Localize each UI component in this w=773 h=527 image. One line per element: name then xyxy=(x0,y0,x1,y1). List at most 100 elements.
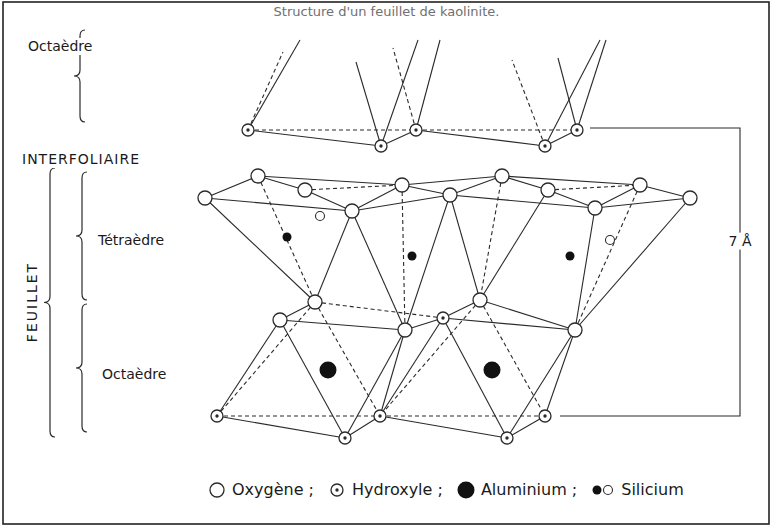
bond-lines xyxy=(205,40,690,438)
bond-line xyxy=(380,415,545,416)
oxygen-atom xyxy=(251,169,265,183)
hydroxyl-group xyxy=(374,410,386,422)
bond-line xyxy=(356,62,381,146)
diagram-title: Structure d'un feuillet de kaolinite. xyxy=(0,4,773,19)
bond-line xyxy=(217,320,280,416)
hydroxyl-group xyxy=(501,432,513,444)
bond-line xyxy=(352,195,450,211)
oxygen-atom xyxy=(198,191,212,205)
layer-label: Tétraèdre xyxy=(96,232,166,249)
bond-line xyxy=(380,300,480,416)
bond-line xyxy=(280,320,345,438)
legend: Oxygène ; Hydroxyle ; Aluminium ; Silicium xyxy=(208,480,684,499)
bond-line xyxy=(545,330,575,416)
oxygen-atom xyxy=(273,313,287,327)
bond-line xyxy=(450,195,480,300)
bond-line xyxy=(217,416,345,438)
legend-symbol xyxy=(457,481,475,499)
bond-line xyxy=(480,300,545,416)
bond-line xyxy=(315,211,352,302)
hydroxyl-group xyxy=(339,432,351,444)
brace xyxy=(76,304,87,432)
silicon-atom xyxy=(606,236,615,245)
bond-line xyxy=(640,185,690,198)
bond-line xyxy=(380,318,443,416)
legend-symbol xyxy=(328,481,346,499)
oxygen-atom xyxy=(298,183,312,197)
legend-text: Aluminium ; xyxy=(481,480,577,499)
bond-line xyxy=(248,129,416,130)
bond-line xyxy=(558,58,577,130)
bond-line xyxy=(305,185,402,190)
oxygen-atom xyxy=(398,323,412,337)
bond-line xyxy=(248,40,300,130)
bond-line xyxy=(416,40,440,130)
bond-line xyxy=(393,48,416,130)
bond-line xyxy=(480,176,502,300)
aluminium-atom xyxy=(484,362,501,379)
oxygen-atom xyxy=(588,201,602,215)
legend-entry: Hydroxyle ; xyxy=(328,480,443,499)
brace xyxy=(76,172,87,300)
silicon-atom xyxy=(283,233,292,242)
bond-line xyxy=(402,185,405,330)
bond-line xyxy=(258,176,315,302)
bond-line xyxy=(512,60,545,146)
bond-line xyxy=(416,130,545,146)
bond-line xyxy=(345,330,405,438)
legend-entry: Silicium xyxy=(591,480,683,499)
bond-line xyxy=(380,330,405,416)
silicon-atom xyxy=(316,212,325,221)
bond-line xyxy=(352,211,405,330)
bond-line xyxy=(575,185,640,330)
bond-line xyxy=(258,176,402,185)
bond-line xyxy=(205,198,315,302)
bond-line xyxy=(575,208,595,330)
atoms xyxy=(198,124,697,444)
aluminium-atom xyxy=(320,362,337,379)
bond-line xyxy=(575,198,690,330)
bond-line xyxy=(507,330,575,438)
hydroxyl-group xyxy=(242,124,254,136)
oxygen-atom xyxy=(473,293,487,307)
silicon-atom xyxy=(408,252,417,261)
oxygen-atom xyxy=(345,204,359,218)
bond-line xyxy=(248,130,381,146)
hydroxyl-group xyxy=(571,124,583,136)
legend-text: Oxygène ; xyxy=(232,480,314,499)
layer-label: Octaèdre xyxy=(26,38,94,55)
bond-line xyxy=(315,302,380,416)
hydroxyl-group xyxy=(539,410,551,422)
oxygen-atom xyxy=(443,188,457,202)
bond-line xyxy=(315,302,443,318)
oxygen-atom xyxy=(308,295,322,309)
braces xyxy=(44,30,87,437)
bond-line xyxy=(443,318,507,438)
brace xyxy=(44,168,55,437)
bond-line xyxy=(502,176,640,185)
layer-label: INTERFOLIAIRE xyxy=(20,151,142,168)
bond-line xyxy=(548,185,640,190)
legend-symbol xyxy=(591,481,615,499)
hydroxyl-group xyxy=(410,124,422,136)
bond-line xyxy=(380,416,507,438)
bond-line xyxy=(217,302,315,416)
bond-line xyxy=(205,198,352,211)
oxygen-atom xyxy=(495,169,509,183)
oxygen-atom xyxy=(683,191,697,205)
legend-symbol xyxy=(208,481,226,499)
bond-line xyxy=(248,52,283,130)
hydroxyl-group xyxy=(211,410,223,422)
layer-label: Octaèdre xyxy=(100,366,168,383)
hydroxyl-group xyxy=(539,140,551,152)
bond-line xyxy=(205,176,258,198)
legend-text: Silicium xyxy=(621,480,683,499)
bond-line xyxy=(405,195,450,330)
dimension-bracket xyxy=(560,128,740,416)
layer-label: 7 Å xyxy=(727,233,754,250)
legend-text: Hydroxyle ; xyxy=(352,480,443,499)
legend-entry: Aluminium ; xyxy=(457,480,577,499)
oxygen-atom xyxy=(633,178,647,192)
bond-line xyxy=(217,415,380,416)
bond-line xyxy=(595,198,690,208)
